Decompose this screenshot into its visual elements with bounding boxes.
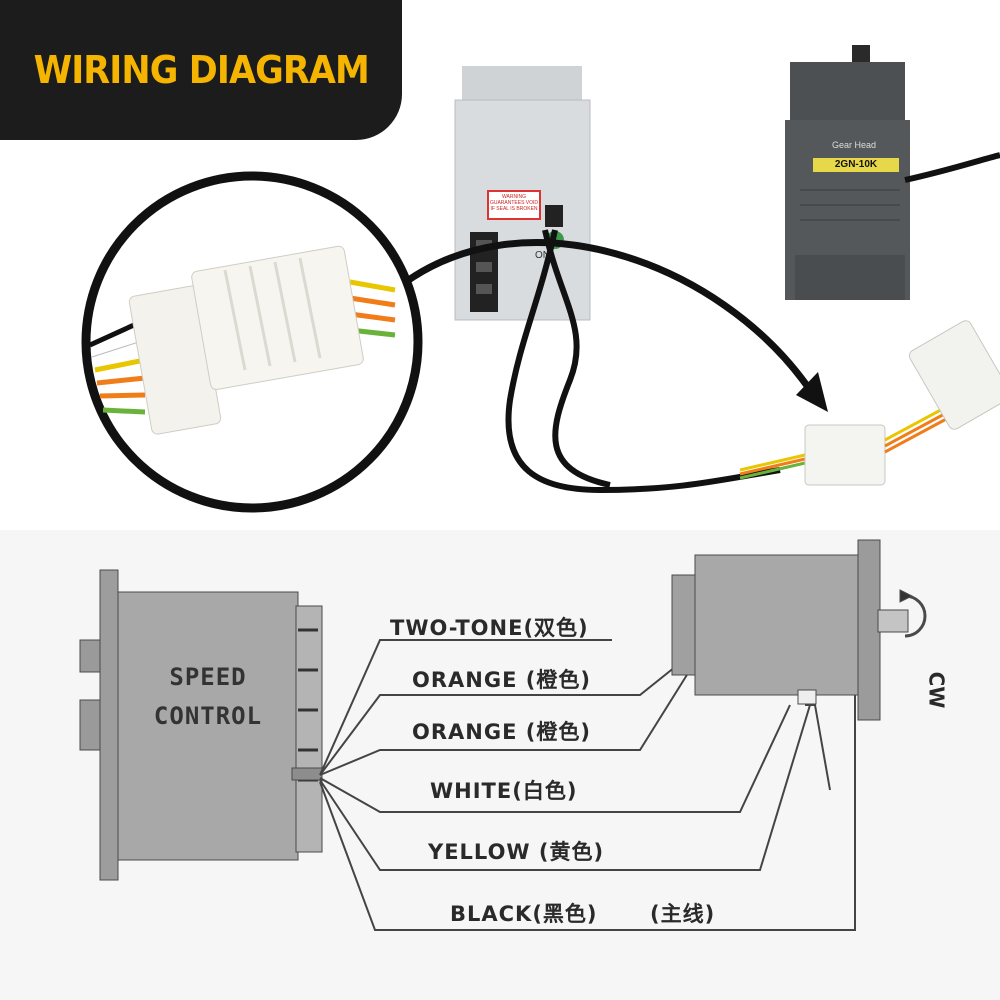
speed-control-box (79, 569, 323, 881)
pointer-arrow (392, 239, 828, 412)
banner-title: WIRING DIAGRAM (33, 48, 369, 92)
product-photo: ON (81, 45, 1000, 513)
gear-head-label: Gear Head (831, 140, 877, 150)
wire-label-orange-1: ORANGE (橙色) (412, 668, 591, 692)
gear-motor (785, 45, 1000, 300)
speed-control-label-line2: CONTROL (153, 702, 263, 730)
schematic-wires (319, 639, 856, 931)
motor-model-plate: 2GN-10K (813, 158, 899, 172)
wire-label-black: BLACK(黑色) (450, 902, 598, 926)
motor-schematic (671, 539, 927, 721)
wiring-schematic: SPEED CONTROL TWO-TONE(双色) ORANGE (橙色) O… (0, 530, 1000, 1000)
connector-zoom-circle (81, 171, 423, 513)
schematic-drawing (79, 539, 927, 931)
controller-cable (505, 229, 781, 494)
title-banner: WIRING DIAGRAM (0, 0, 402, 140)
connector-pair (739, 320, 1000, 486)
wire-label-two-tone: TWO-TONE(双色) (390, 616, 589, 640)
svg-text:ON: ON (535, 250, 550, 261)
wire-label-yellow: YELLOW (黄色) (428, 840, 605, 864)
rotation-direction-label: CW (924, 671, 949, 709)
warning-seal-label: WARNING GUARANTEES VOID IF SEAL IS BROKE… (487, 190, 541, 220)
wire-label-white: WHITE(白色) (430, 779, 578, 803)
wire-note-main-line: (主线) (650, 902, 716, 926)
wire-label-orange-2: ORANGE (橙色) (412, 720, 591, 744)
speed-control-label-line1: SPEED (169, 663, 247, 691)
